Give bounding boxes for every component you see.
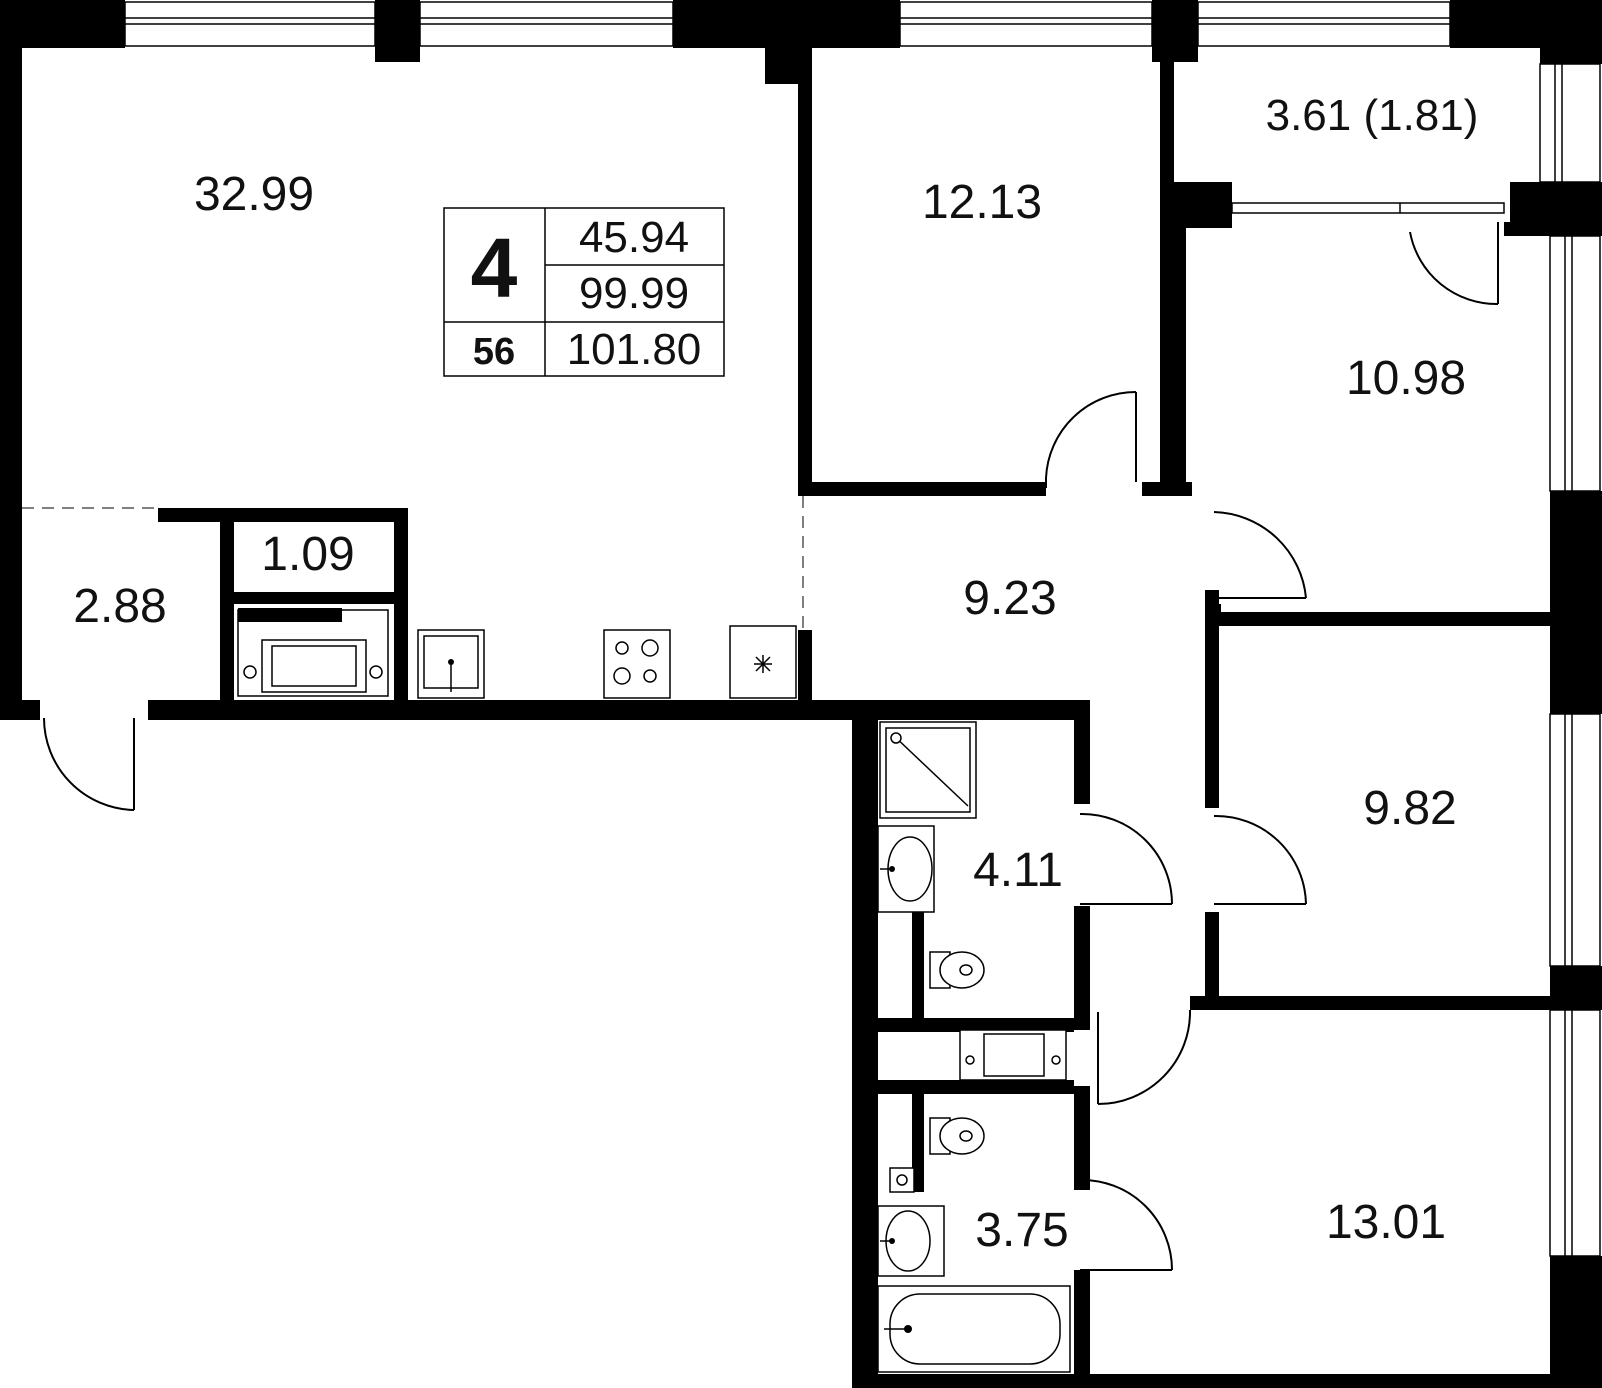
room-area-bedroom-top: 12.13: [922, 176, 1042, 229]
fixtures: [237, 608, 1071, 1373]
apartment-number: 56: [473, 331, 515, 373]
room-area-balcony: 3.61 (1.81): [1266, 91, 1479, 140]
room-area-bedroom-right-bottom: 13.01: [1326, 1196, 1446, 1249]
total-area-with-balcony: 101.80: [567, 325, 702, 374]
room-area-bathroom-bottom: 3.75: [975, 1204, 1068, 1257]
total-area: 99.99: [579, 269, 689, 318]
room-area-bedroom-right-middle: 9.82: [1363, 782, 1456, 835]
living-area: 45.94: [579, 213, 689, 262]
doors: [22, 222, 1499, 1271]
summary-box: 4 45.94 99.99 56 101.80: [443, 207, 725, 377]
room-area-entry: 2.88: [73, 580, 166, 633]
room-area-kitchen-living: 32.99: [194, 168, 314, 221]
room-area-storage: 1.09: [261, 528, 354, 581]
room-area-hall: 9.23: [963, 572, 1056, 625]
rooms-count: 4: [471, 221, 518, 315]
room-area-bedroom-right-top: 10.98: [1346, 352, 1466, 405]
room-area-bathroom-top: 4.11: [973, 844, 1063, 897]
room-labels: 32.99 12.13 3.61 (1.81) 10.98 9.23 2.88 …: [73, 91, 1478, 1257]
